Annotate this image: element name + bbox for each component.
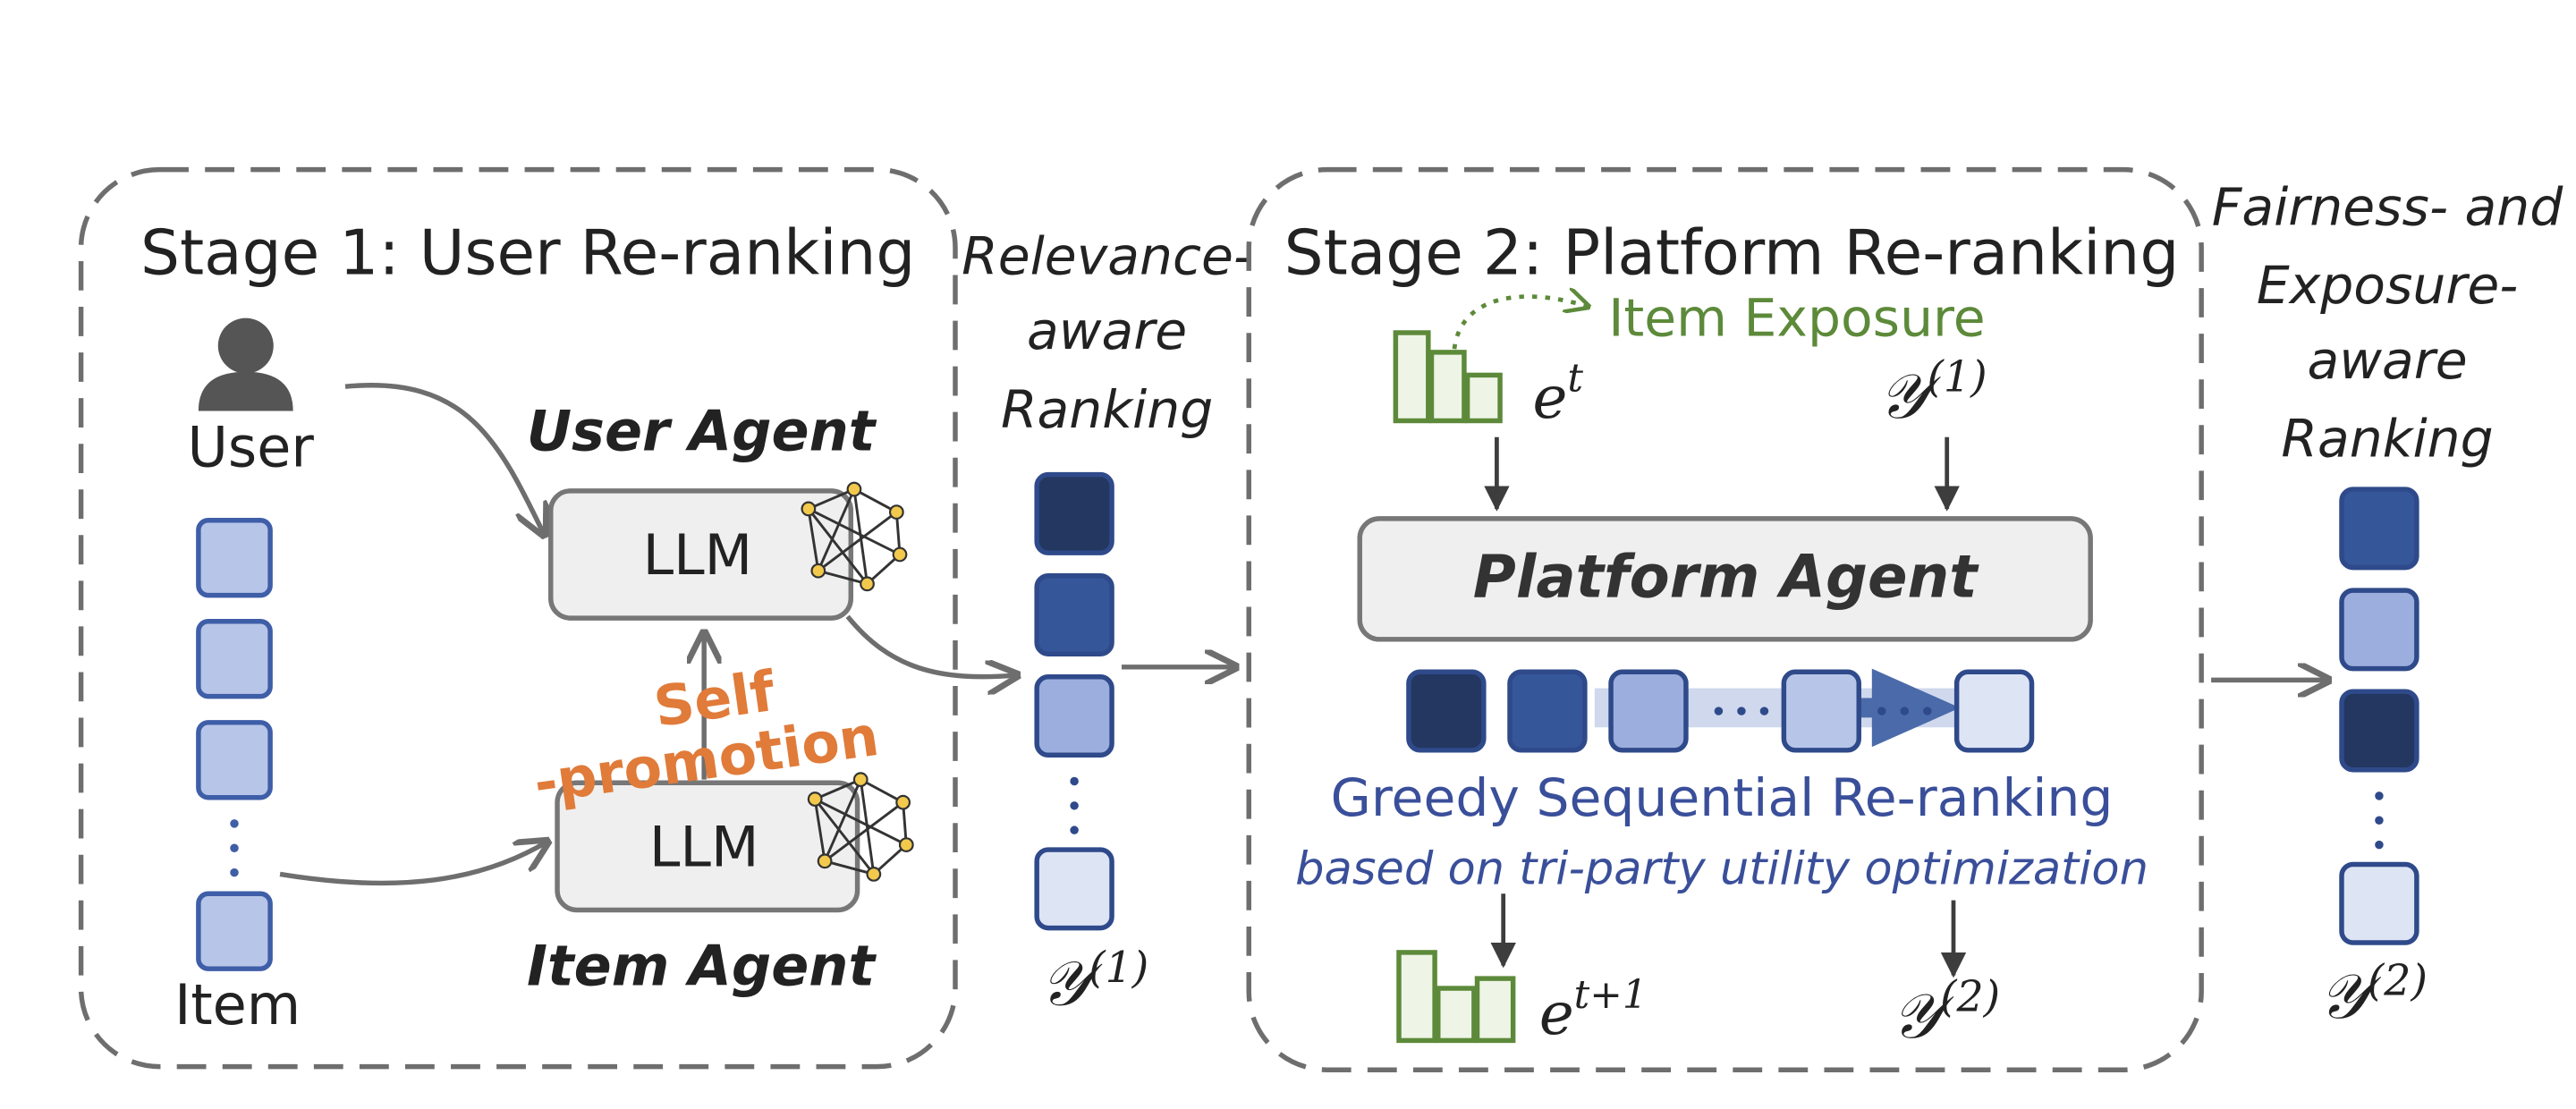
neural-network-icon	[801, 481, 908, 592]
relevance-caption-line3: Ranking	[1001, 379, 1213, 440]
user-llm-box	[548, 488, 854, 621]
final-output-label: 𝒴(2)	[2318, 956, 2427, 1033]
relevance-output-label: 𝒴(1)	[1040, 944, 1148, 1020]
stage2-input-y-label: 𝒴(1)	[1878, 353, 1987, 433]
item-to-llm-arrow	[279, 842, 547, 886]
ranked-item	[2339, 588, 2419, 672]
item-label: Item	[174, 972, 301, 1037]
item-list	[196, 517, 273, 971]
ranked-item	[2339, 689, 2419, 773]
final-caption-line4: Ranking	[2281, 409, 2493, 470]
exposure-next-label: et+1	[1539, 972, 1648, 1048]
item-llm-box	[555, 780, 860, 913]
final-caption-line2: Exposure-	[2257, 255, 2518, 316]
item-square	[196, 891, 273, 971]
item-exposure-label: Item Exposure	[1608, 288, 1985, 349]
stage2-output-y-label: 𝒴(2)	[1892, 973, 2000, 1053]
user-label: User	[188, 415, 315, 480]
greedy-sequence	[1406, 668, 2035, 753]
relevance-ranking-list	[1034, 471, 1114, 931]
item-agent-label: Item Agent	[527, 933, 877, 998]
user-llm-label: LLM	[643, 522, 753, 588]
ranked-item	[1034, 572, 1114, 656]
llm-to-ranking-arrow	[845, 614, 1018, 676]
platform-agent-label: Platform Agent	[1473, 543, 1979, 611]
final-ranking-list	[2339, 487, 2419, 945]
item-exposure-arrow	[1452, 297, 1589, 350]
bar-chart-icon	[1396, 950, 1516, 1044]
final-caption-line3: aware	[2308, 330, 2468, 391]
exposure-t-label: et	[1533, 356, 1584, 432]
stage1-dashed-box	[78, 166, 958, 1070]
relevance-caption-line2: aware	[1027, 301, 1187, 361]
item-square	[196, 517, 273, 598]
ranked-item	[2339, 861, 2419, 945]
utility-label: based on tri-party utility optimization	[1295, 842, 2148, 895]
ranked-item	[1034, 847, 1114, 931]
sequence-item	[1406, 669, 1487, 753]
item-square	[196, 720, 273, 800]
greedy-label: Greedy Sequential Re-ranking	[1331, 767, 2114, 828]
relevance-caption-line1: Relevance-	[962, 225, 1252, 286]
sequence-item	[1781, 669, 1861, 753]
sequence-item	[1953, 669, 2035, 753]
platform-agent-box	[1357, 516, 2093, 642]
user-icon	[198, 317, 293, 411]
stage2-title: Stage 2: Platform Re-ranking	[1284, 217, 2180, 289]
stage1-title: Stage 1: User Re-ranking	[140, 217, 915, 289]
user-to-llm-arrow	[344, 383, 544, 535]
sequence-item	[1608, 669, 1689, 753]
user-agent-label: User Agent	[527, 398, 877, 463]
ranked-item	[1034, 674, 1114, 758]
neural-network-icon	[807, 772, 914, 882]
bar-chart-icon	[1393, 330, 1503, 424]
ranked-item	[2339, 487, 2419, 571]
ranked-item	[1034, 471, 1114, 555]
stage2-dashed-box	[1246, 166, 2204, 1072]
item-llm-label: LLM	[649, 814, 759, 879]
final-caption-line1: Fairness- and	[2212, 177, 2564, 238]
item-square	[196, 619, 273, 699]
sequence-item	[1507, 669, 1588, 753]
